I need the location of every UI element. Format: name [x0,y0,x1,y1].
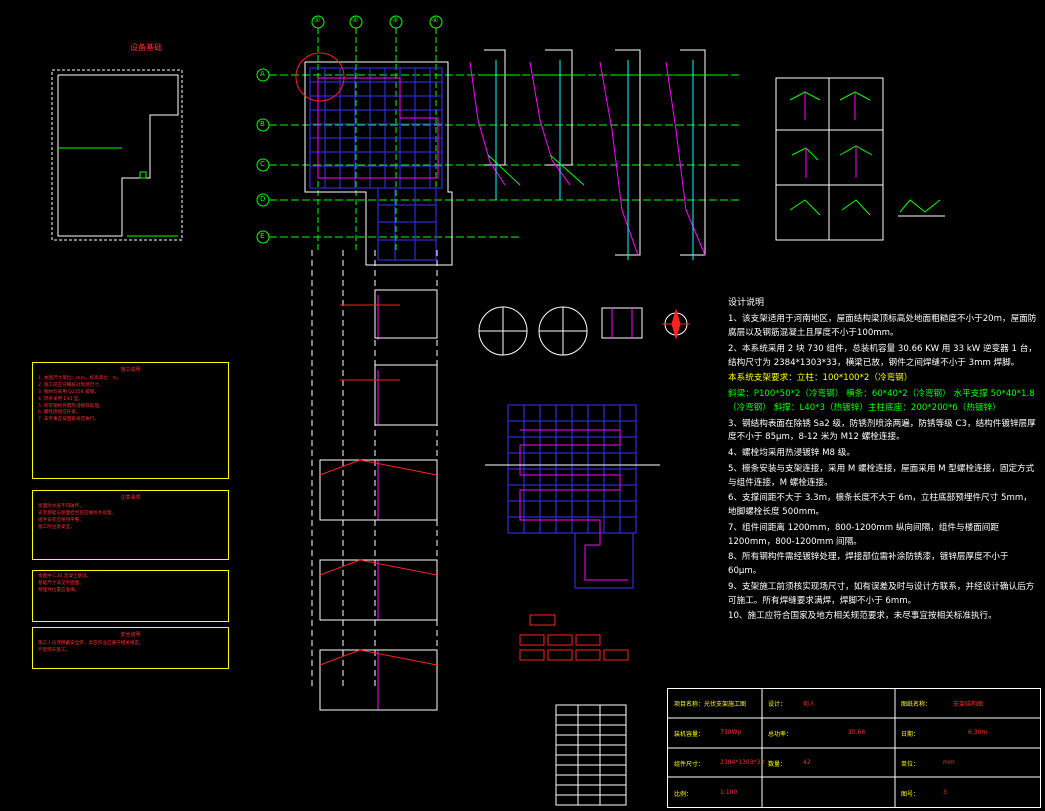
design-note-item: 10、施工应符合国家及地方相关规范要求，未尽事宜按相关标准执行。 [728,611,997,622]
cautions-title: 注意事项 [120,495,141,501]
detail-circle-icon [295,52,345,102]
construction-note-line: 2. 施工前应仔细核对现场尺寸。 [38,382,104,388]
safety-notes-title: 安全说明 [120,632,141,638]
foundation-note-line: 本图中 C30 混凝土基础。 [38,574,92,579]
node-detail-grid [775,77,884,241]
project-label: 项目名称：光伏支架施工图 [674,701,747,708]
small-connection-detail [898,199,945,217]
designer-label: 设计： [768,701,787,708]
scale-value: 1:100 [720,789,738,796]
design-note-item: 8、所有钢构件需经镀锌处理，焊接部位需补涂防锈漆，镀锌层厚度不小于 60μm。 [728,552,1009,577]
construction-note-line: 3. 钢材均采用 Q235B 级钢。 [38,389,100,395]
detail-sections-vertical [319,289,438,711]
beam-framing-plan [309,67,443,261]
caution-line: 组件安装应保持平整。 [38,517,84,523]
power-value: 30.66 [848,729,866,736]
design-note-item: 本系统支架要求：立柱：100*100*2（冷弯钢） [728,373,913,384]
material-table [555,704,627,806]
title-block-grid [668,689,1040,807]
grid-axes [256,15,740,250]
design-note-item: 斜梁：P100*50*2（冷弯钢） 横条：60*40*2（冷弯钢） 水平支撑 5… [728,389,1035,413]
designer-value: 何人 [803,701,816,708]
power-label: 总功率： [768,731,793,738]
foundation-note-line: 预埋件位置应准确。 [38,587,80,593]
building-outline [304,61,453,266]
safety-notes-box: 安全说明 施工人员须佩戴安全带，高空作业应遵守相关规定。 严禁雨天施工。 [32,627,229,669]
units-value: mm [943,759,955,766]
cautions-box: 注意事项 屋面防水层不得破坏。 支架基础与屋面结合处应做防水处理。 组件安装应保… [32,490,229,560]
construction-note-line: 1. 本图尺寸单位：mm，标高单位：m。 [38,376,122,381]
section-details-top [469,49,720,260]
sheet-value: 3 [943,789,947,796]
equipment-foundation-plan [51,69,183,241]
construction-notes-title: 施工说明 [120,367,141,373]
construction-note-line: 7. 未尽事宜按国家规范执行。 [38,417,99,423]
flowchart-boxes [519,614,629,661]
size-value: 2384*1303*33 [720,759,765,766]
design-note-item: 4、螺栓均采用热浸镀锌 M8 级。 [728,448,855,459]
construction-note-line: 4. 焊条采用 E43 型。 [38,396,84,402]
flange-detail [601,307,643,339]
compass-icon [662,308,690,340]
caution-line: 施工时注意安全。 [38,524,75,530]
foundation-notes-box: 本图中 C30 混凝土基础。 基础尺寸详见平面图。 预埋件位置应准确。 [32,570,229,622]
design-note-item: 5、檩条安装与支架连接，采用 M 螺栓连接，屋面采用 M 型螺栓连接，固定方式与… [728,463,1035,488]
safety-note-line: 严禁雨天施工。 [38,647,71,653]
foundation-note-line: 基础尺寸详见平面图。 [38,580,84,586]
qty-value: 42 [803,759,811,766]
design-note-item: 7、组件间距离 1200mm，800-1200mm 纵向间隔，组件与楼面间距 1… [728,522,999,547]
caution-line: 屋面防水层不得破坏。 [38,504,84,509]
design-note-item: 6、支撑间距不大于 3.3m，檩条长度不大于 6m，立柱底部预埋件尺寸 5mm，… [728,493,1032,518]
construction-note-line: 5. 所有钢构件需热浸镀锌处理。 [38,403,104,409]
drawing-label: 图纸名称： [901,701,932,708]
construction-note-line: 6. 螺栓连接应拧紧。 [38,410,81,416]
sheet-label: 图号： [901,791,920,798]
title-block: 项目名称：光伏支架施工图 设计： 何人 图纸名称： 支架结构图 装机容量： 73… [667,688,1041,808]
drawing-value: 支架结构图 [953,701,984,708]
section-circle-icon [478,306,588,356]
design-note-item: 9、支架施工前须核实现场尺寸，如有误差及时与设计方联系，并经设计确认后方可施工。… [728,581,1035,606]
scale-label: 比例： [674,791,693,798]
caution-line: 支架基础与屋面结合处应做防水处理。 [38,510,117,516]
pipe-layout-plan [485,404,660,589]
capacity-label: 装机容量： [674,731,705,738]
design-note-item: 3、钢结构表面在除锈 Sa2 级，防锈剂喷涂两遍，防锈等级 C3，结构件镀锌层厚… [728,418,1036,443]
units-label: 单位： [901,761,920,768]
size-label: 组件尺寸： [674,761,705,768]
design-note-item: 1、该支架适用于河南地区，屋面结构梁顶标高处地面粗糙度不小于20m，屋面防腐层以… [728,314,1037,339]
date-label: 日期： [901,731,920,738]
qty-label: 数量： [768,761,787,768]
foundation-plan-title: 设备基础 [130,42,162,52]
construction-notes-box: 施工说明 1. 本图尺寸单位：mm，标高单位：m。 2. 施工前应仔细核对现场尺… [32,362,229,479]
capacity-value: 730Wp [720,729,742,736]
design-notes: 设计说明 1、该支架适用于河南地区，屋面结构梁顶标高处地面粗糙度不小于20m，屋… [728,296,1040,626]
design-note-item: 2、本系统采用 2 块 730 组件，总装机容量 30.66 KW 用 33 k… [728,343,1037,368]
date-value: 6.30m [968,729,988,736]
design-notes-title: 设计说明 [728,298,765,308]
safety-note-line: 施工人员须佩戴安全带，高空作业应遵守相关规定。 [38,641,144,646]
